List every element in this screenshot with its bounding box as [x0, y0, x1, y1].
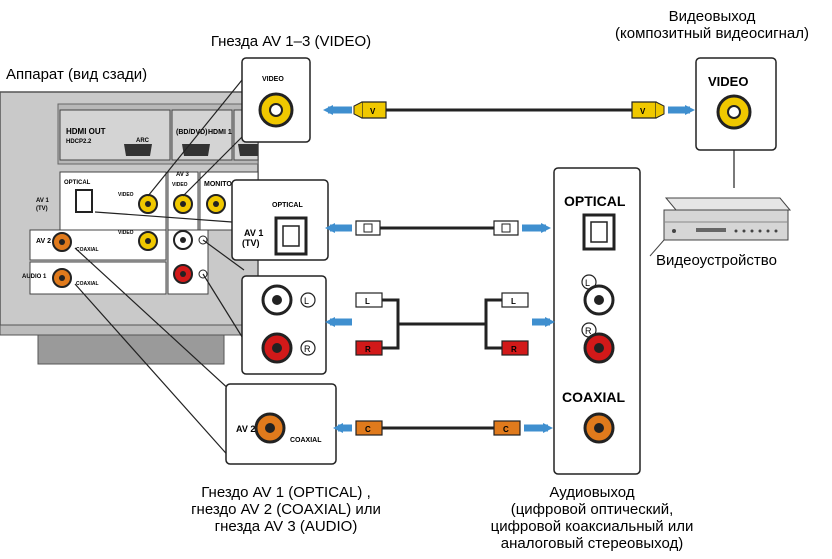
device-video-box: VIDEO	[695, 57, 777, 188]
zoom-optical-label: OPTICAL	[272, 202, 303, 209]
panel-hdcp-label: HDCP2.2	[66, 139, 92, 145]
analog-plug-r-left: R	[365, 345, 371, 354]
panel-hdmi-out-label: HDMI OUT	[66, 127, 106, 136]
zoom-analog-box: L R	[241, 275, 327, 375]
zoom-video-label: VIDEO	[262, 76, 284, 83]
panel-hdmi-out-port	[124, 144, 152, 156]
panel-audio1-label: AUDIO 1	[22, 274, 47, 280]
zoom-video-box: VIDEO	[241, 57, 311, 143]
device-coaxial-label: COAXIAL	[562, 389, 625, 405]
panel-hdmi1-label: HDMI 1	[208, 129, 232, 136]
panel-av1-label: AV 1	[36, 198, 50, 204]
panel-optical-port	[75, 189, 93, 213]
analog-plug-l-left: L	[365, 297, 370, 306]
analog-plug-r-right: R	[511, 345, 517, 354]
video-output-line2: (композитный видеосигнал)	[615, 25, 809, 42]
video-output-caption: Видеовыход (композитный видеосигнал)	[594, 8, 830, 42]
signal-arrows	[323, 105, 695, 433]
device-audio-panel: OPTICAL L R COAXIAL	[553, 167, 641, 475]
zoom-av1-label: AV 1	[244, 228, 263, 238]
av-jacks-video-caption: Гнезда AV 1–3 (VIDEO)	[210, 33, 372, 50]
optical-cable	[355, 220, 519, 236]
device-r-label: R	[585, 326, 592, 336]
zoom-optical-port	[274, 216, 308, 256]
coax-plug-label-left: C	[365, 425, 371, 434]
coax-plug-label-right: C	[503, 425, 509, 434]
zoom-r-label: R	[304, 344, 311, 354]
panel-coaxial-label-2: COAXIAL	[76, 281, 99, 287]
panel-av3-label: AV 3	[176, 172, 190, 178]
audio-output-line2: (цифровой оптический,	[510, 501, 674, 518]
audio-output-line1: Аудиовыход	[549, 484, 635, 501]
panel-bddvd-label: (BD/DVD)	[176, 129, 208, 136]
device-optical-port	[582, 213, 616, 251]
panel-monitor-out-label: MONITOR OUT	[204, 181, 254, 188]
unit-rear-caption: Аппарат (вид сзади)	[6, 66, 148, 83]
zoom-tv-label: (TV)	[242, 238, 260, 248]
video-output-line1: Видеовыход	[668, 8, 756, 25]
panel-video-label-2: VIDEO	[118, 230, 134, 236]
zoom-coax-box: AV 2 COAXIAL	[225, 383, 337, 465]
zoom-optical-box: OPTICAL AV 1 (TV)	[231, 179, 329, 261]
coaxial-cable: C C	[355, 420, 521, 436]
receiver-jacks-line1: Гнездо AV 1 (OPTICAL) ,	[201, 484, 371, 501]
zoom-l-label: L	[304, 296, 309, 306]
device-video-label: VIDEO	[708, 74, 748, 89]
device-optical-label: OPTICAL	[564, 193, 626, 209]
video-cable: V V	[353, 101, 665, 119]
panel-coaxial-label-1: COAXIAL	[76, 247, 99, 253]
receiver-jacks-line3: гнезда AV 3 (AUDIO)	[214, 518, 358, 535]
panel-av2-label: AV 2	[36, 238, 51, 245]
video-plug-label-left: V	[370, 107, 376, 116]
leader-lines	[74, 79, 245, 461]
panel-hdmi-in-port	[182, 144, 210, 156]
receiver-jacks-caption: Гнездо AV 1 (OPTICAL) , гнездо AV 2 (COA…	[156, 484, 416, 535]
panel-arc-label: ARC	[136, 138, 150, 144]
video-device-icon	[649, 197, 792, 257]
device-l-label: L	[585, 278, 590, 288]
panel-video-label-1: VIDEO	[118, 192, 134, 198]
video-device-caption: Видеоустройство	[656, 252, 777, 269]
audio-output-line3: цифровой коаксиальный или	[490, 518, 694, 535]
video-plug-label-right: V	[640, 107, 646, 116]
zoom-coaxial-label: COAXIAL	[290, 437, 322, 444]
panel-optical-label: OPTICAL	[64, 180, 91, 186]
panel-video-label-3: VIDEO	[172, 182, 188, 188]
analog-plug-l-right: L	[511, 297, 516, 306]
zoom-av2-label: AV 2	[236, 424, 255, 434]
analog-cable: L R L R	[355, 292, 529, 356]
receiver-rear-panel: HDMI OUT HDCP2.2 ARC (BD/DVD) HDMI 1 OPT…	[0, 91, 259, 365]
receiver-jacks-line2: гнездо AV 2 (COAXIAL) или	[191, 501, 381, 518]
audio-output-caption: Аудиовыход (цифровой оптический, цифрово…	[470, 484, 714, 552]
audio-output-line4: аналоговый стереовыход)	[500, 535, 684, 552]
panel-tv-label: (TV)	[36, 206, 48, 212]
